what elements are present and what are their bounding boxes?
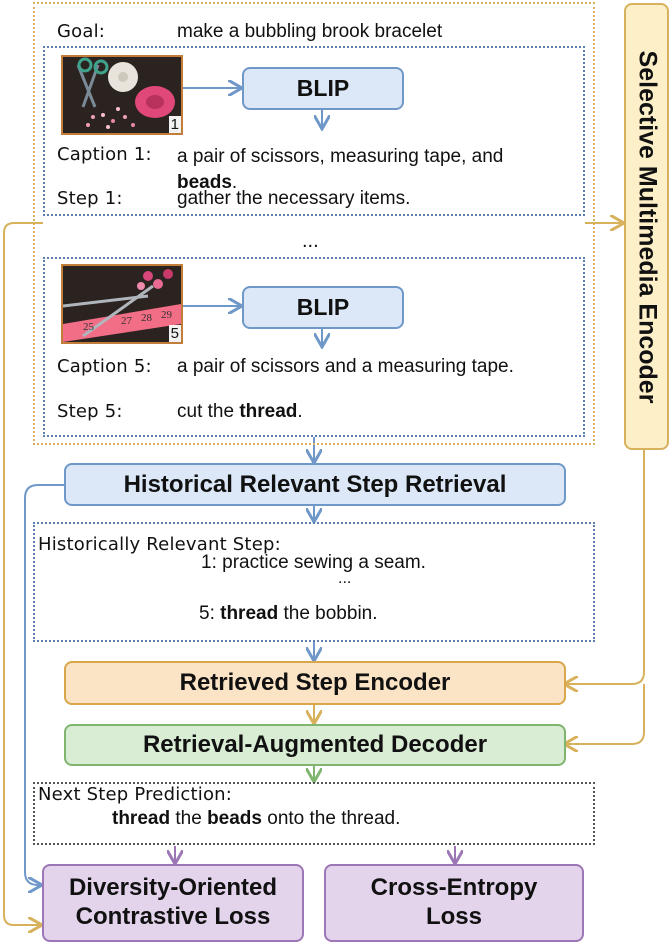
selective-multimedia-encoder: Selective Multimedia Encoder bbox=[624, 3, 669, 450]
svg-text:25: 25 bbox=[83, 321, 95, 333]
ce-loss-line-1: Cross-Entropy bbox=[370, 874, 538, 902]
prediction-heading: Next Step Prediction: bbox=[38, 784, 233, 805]
blip-box-5: BLIP bbox=[242, 286, 404, 329]
ce-loss-line-2: Loss bbox=[425, 903, 482, 930]
historical-item-5-bold: thread bbox=[220, 603, 279, 624]
historical-steps-box bbox=[33, 522, 595, 642]
craft-supplies-photo bbox=[63, 57, 181, 133]
step-1-label: Step 1: bbox=[57, 188, 123, 209]
panel-ellipsis: ... bbox=[302, 230, 319, 252]
svg-text:29: 29 bbox=[161, 309, 173, 321]
arrow-selective-decoder bbox=[566, 684, 645, 744]
caption-1-label: Caption 1: bbox=[57, 144, 152, 165]
step-5-bold: thread bbox=[239, 401, 298, 422]
svg-text:27: 27 bbox=[121, 315, 133, 327]
step-panel-5 bbox=[43, 257, 585, 437]
step-image-1: 1 bbox=[61, 55, 183, 135]
step-5-text: cut the thread. bbox=[177, 401, 303, 422]
historical-heading: Historically Relevant Step: bbox=[38, 534, 281, 555]
step-5-label: Step 5: bbox=[57, 401, 123, 422]
step-1-text: gather the necessary items. bbox=[177, 188, 411, 209]
next-step-prediction-box bbox=[33, 782, 595, 845]
input-panel bbox=[33, 2, 595, 445]
goal-label: Goal: bbox=[57, 21, 106, 42]
image-number-5: 5 bbox=[168, 325, 181, 342]
retrieval-augmented-decoder: Retrieval-Augmented Decoder bbox=[64, 724, 566, 766]
svg-text:28: 28 bbox=[141, 312, 153, 324]
cross-entropy-loss: Cross-Entropy Loss bbox=[324, 864, 584, 942]
diversity-contrastive-loss: Diversity-Oriented Contrastive Loss bbox=[42, 864, 304, 942]
arrow-retrieval-diversity bbox=[24, 484, 64, 885]
arrow-selective-encoder bbox=[566, 446, 645, 684]
caption-5-label: Caption 5: bbox=[57, 356, 152, 377]
historical-retrieval-box: Historical Relevant Step Retrieval bbox=[64, 463, 566, 506]
historical-ellipsis: ... bbox=[338, 570, 352, 587]
retrieved-step-encoder: Retrieved Step Encoder bbox=[64, 661, 566, 705]
historical-item-5: 5: thread the bobbin. bbox=[199, 603, 378, 624]
step-panel-1 bbox=[43, 46, 585, 216]
caption-1-bold: beads bbox=[177, 172, 232, 193]
diversity-loss-line-2: Contrastive Loss bbox=[75, 903, 271, 930]
diversity-loss-line-1: Diversity-Oriented bbox=[68, 874, 278, 902]
prediction-text: thread the beads onto the thread. bbox=[112, 808, 401, 829]
measuring-tape-photo: 25 27 28 29 bbox=[63, 266, 181, 342]
historical-item-1: 1: practice sewing a seam. bbox=[201, 552, 426, 573]
goal-text: make a bubbling brook bracelet bbox=[177, 21, 443, 42]
prediction-bold-2: beads bbox=[207, 808, 262, 829]
selective-encoder-label: Selective Multimedia Encoder bbox=[633, 50, 661, 403]
image-number-1: 1 bbox=[168, 116, 181, 133]
caption-5-text: a pair of scissors and a measuring tape. bbox=[177, 356, 514, 377]
caption-1-text: a pair of scissors, measuring tape, and … bbox=[177, 146, 504, 193]
prediction-bold-1: thread bbox=[112, 808, 171, 829]
blip-box-1: BLIP bbox=[242, 67, 404, 110]
arrow-panel-diversity bbox=[3, 222, 43, 925]
step-image-5: 25 27 28 29 5 bbox=[61, 264, 183, 344]
